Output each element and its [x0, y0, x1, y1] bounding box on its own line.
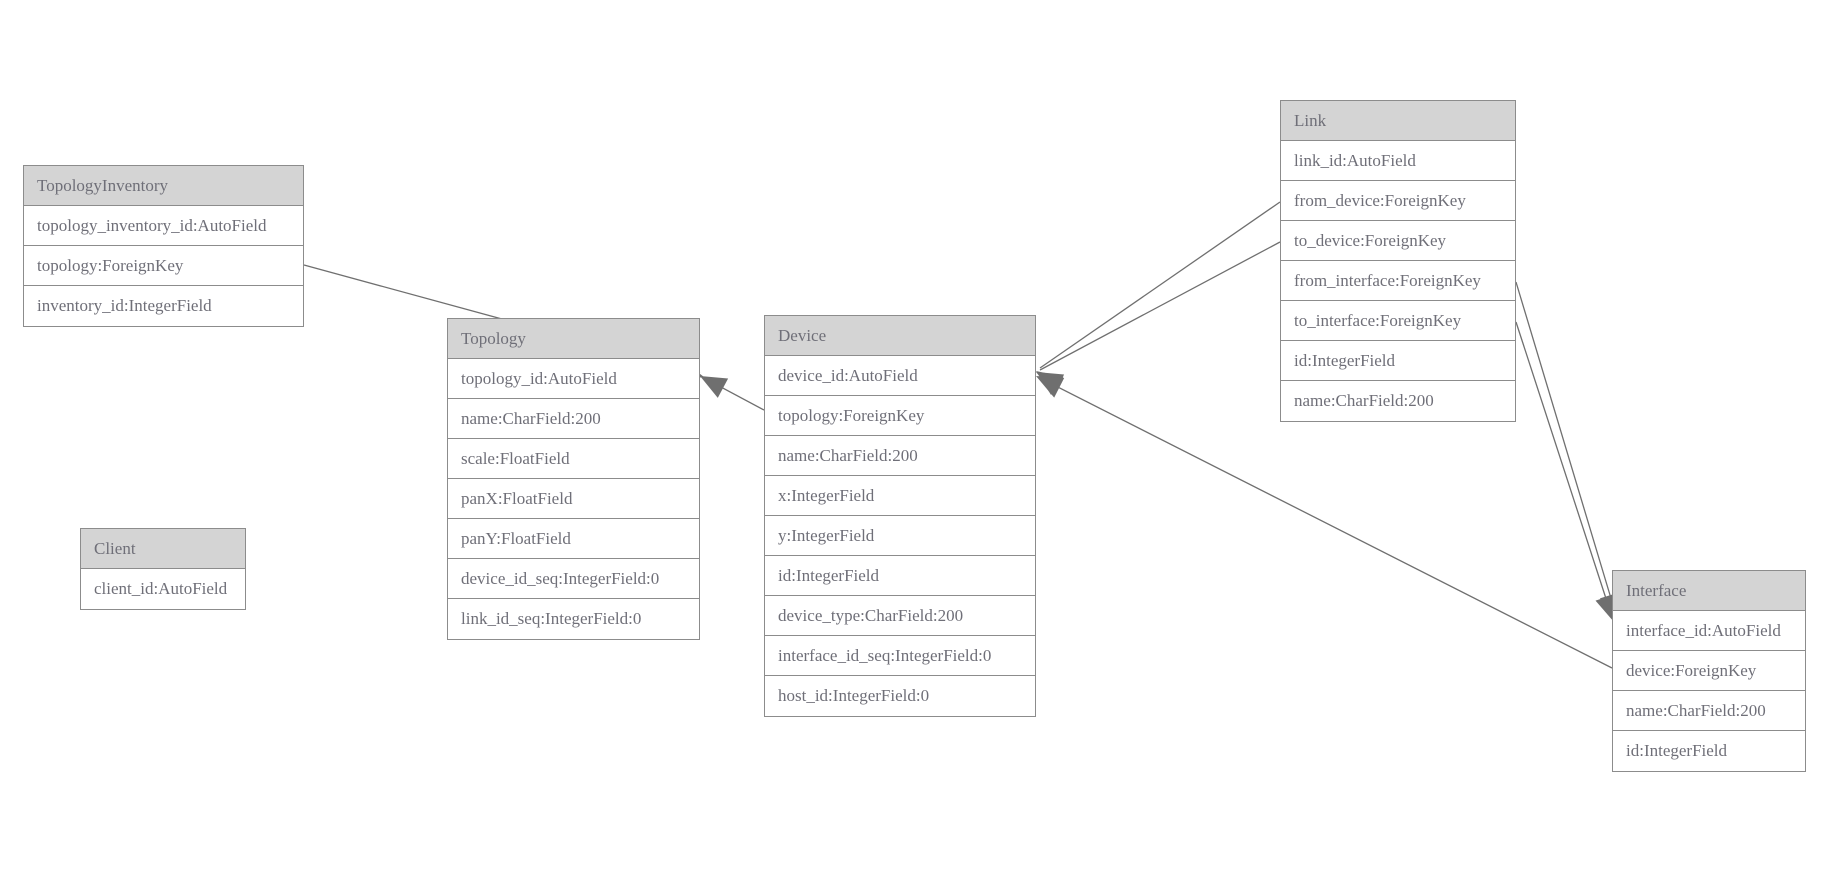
relationship-line	[1515, 281, 1617, 616]
entity-field[interactable]: link_id_seq:IntegerField:0	[448, 599, 699, 639]
entity-field[interactable]: id:IntegerField	[765, 556, 1035, 596]
entity-field[interactable]: name:CharField:200	[765, 436, 1035, 476]
entity-title-topology: Topology	[448, 319, 699, 359]
entity-field[interactable]: device:ForeignKey	[1613, 651, 1805, 691]
entity-field[interactable]: topology:ForeignKey	[24, 246, 303, 286]
entity-field[interactable]: name:CharField:200	[448, 399, 699, 439]
entity-field[interactable]: id:IntegerField	[1281, 341, 1515, 381]
entity-field[interactable]: panY:FloatField	[448, 519, 699, 559]
entity-title-topology_inventory: TopologyInventory	[24, 166, 303, 206]
entity-title-client: Client	[81, 529, 245, 569]
entity-field[interactable]: client_id:AutoField	[81, 569, 245, 609]
entity-field[interactable]: x:IntegerField	[765, 476, 1035, 516]
relationship-edge[interactable]	[1030, 201, 1281, 395]
entity-field[interactable]: scale:FloatField	[448, 439, 699, 479]
relationship-line	[1515, 321, 1613, 618]
entity-field[interactable]: y:IntegerField	[765, 516, 1035, 556]
entity-field[interactable]: from_device:ForeignKey	[1281, 181, 1515, 221]
entity-field[interactable]: interface_id_seq:IntegerField:0	[765, 636, 1035, 676]
entity-field[interactable]: to_device:ForeignKey	[1281, 221, 1515, 261]
relationship-line	[1039, 241, 1281, 371]
entity-field[interactable]: to_interface:ForeignKey	[1281, 301, 1515, 341]
entity-field[interactable]: topology_inventory_id:AutoField	[24, 206, 303, 246]
entity-title-interface: Interface	[1613, 571, 1805, 611]
relationship-edge[interactable]	[1031, 241, 1281, 394]
entity-field[interactable]: device_id_seq:IntegerField:0	[448, 559, 699, 599]
relationship-edge[interactable]	[1515, 321, 1624, 625]
entity-field[interactable]: link_id:AutoField	[1281, 141, 1515, 181]
entity-field-list-client: client_id:AutoField	[81, 569, 245, 609]
entity-title-device: Device	[765, 316, 1035, 356]
entity-field[interactable]: from_interface:ForeignKey	[1281, 261, 1515, 301]
entity-field[interactable]: interface_id:AutoField	[1613, 611, 1805, 651]
entity-field[interactable]: host_id:IntegerField:0	[765, 676, 1035, 716]
entity-field[interactable]: device_type:CharField:200	[765, 596, 1035, 636]
entity-title-link: Link	[1281, 101, 1515, 141]
relationship-line	[1039, 201, 1281, 369]
entity-field[interactable]: name:CharField:200	[1281, 381, 1515, 421]
entity-field[interactable]: id:IntegerField	[1613, 731, 1805, 771]
entity-field[interactable]: topology:ForeignKey	[765, 396, 1035, 436]
relationship-line	[703, 377, 765, 411]
entity-field[interactable]: topology_id:AutoField	[448, 359, 699, 399]
entity-field[interactable]: name:CharField:200	[1613, 691, 1805, 731]
entity-field[interactable]: device_id:AutoField	[765, 356, 1035, 396]
entity-field[interactable]: panX:FloatField	[448, 479, 699, 519]
entity-field[interactable]: inventory_id:IntegerField	[24, 286, 303, 326]
relationship-edge[interactable]	[695, 366, 765, 411]
